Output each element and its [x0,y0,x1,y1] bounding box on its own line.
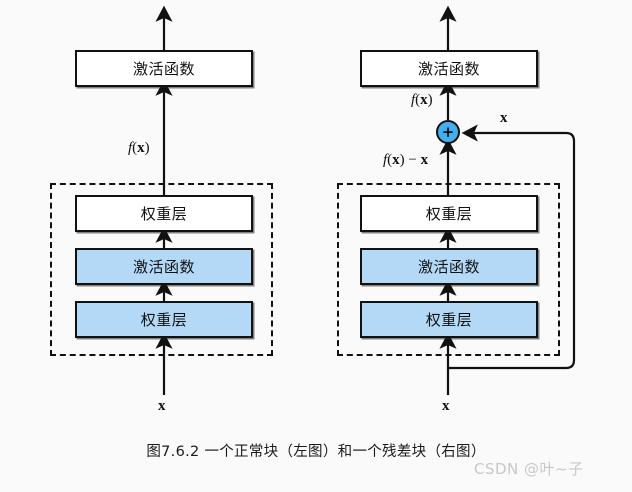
residual-weight-layer-top-box[interactable]: 权重层 [360,195,538,232]
normal-block-group-outline [50,183,273,356]
residual-weight-layer-top-label: 权重层 [425,205,473,223]
residual-activation-top-box[interactable]: 激活函数 [360,50,538,87]
residual-weight-layer-bottom-label: 权重层 [425,311,473,329]
normal-input-label: x [158,398,166,414]
residual-add-symbol: + [441,122,455,141]
residual-skip-label: x [500,110,508,126]
residual-activation-mid-label: 激活函数 [417,258,480,276]
normal-weight-layer-bottom-label: 权重层 [140,311,188,329]
normal-activation-top-label: 激活函数 [132,60,195,78]
normal-weight-layer-top-label: 权重层 [140,205,188,223]
residual-fx-label: f(x) [411,92,433,108]
residual-activation-mid-box[interactable]: 激活函数 [360,248,538,285]
normal-activation-mid-box[interactable]: 激活函数 [75,248,253,285]
normal-weight-layer-top-box[interactable]: 权重层 [75,195,253,232]
figure-caption: 图7.6.2 一个正常块（左图）和一个残差块（右图） [146,444,486,460]
residual-weight-layer-bottom-box[interactable]: 权重层 [360,301,538,338]
residual-block-group-outline [337,183,560,356]
normal-weight-layer-bottom-box[interactable]: 权重层 [75,301,253,338]
residual-activation-top-label: 激活函数 [417,60,480,78]
residual-input-label: x [442,398,450,414]
residual-add-node[interactable]: + [436,120,460,144]
normal-activation-top-box[interactable]: 激活函数 [75,50,253,87]
normal-fx-label: f(x) [128,140,150,156]
residual-fx-minus-x-label: f(x) − x [383,152,429,168]
normal-activation-mid-label: 激活函数 [132,258,195,276]
csdn-watermark: CSDN @叶~子 [474,460,584,478]
